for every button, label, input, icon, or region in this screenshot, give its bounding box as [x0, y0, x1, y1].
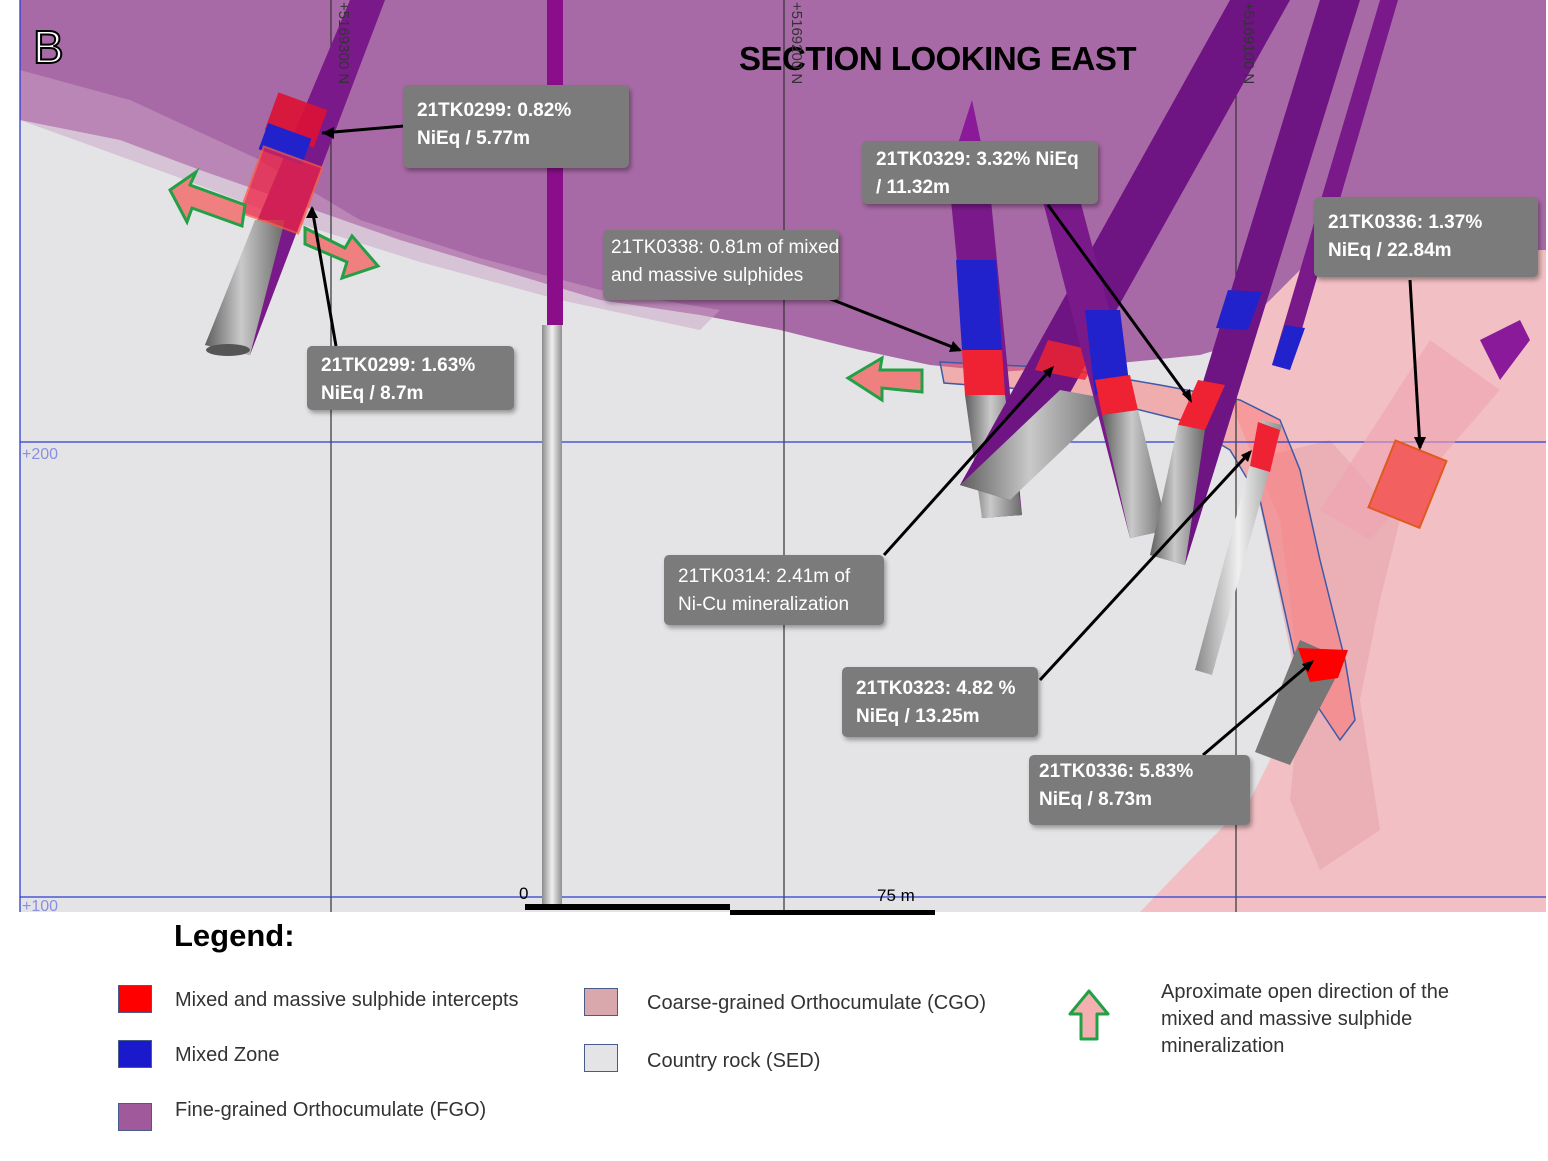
- drill-hole-21TK0299: [205, 0, 385, 356]
- legend-swatch-cgo: [584, 988, 618, 1016]
- drill-hole-21TK0323: [1150, 0, 1360, 565]
- legend-swatch-fgo: [118, 1103, 152, 1131]
- callout-21TK0323: 21TK0323: 4.82 % NiEq / 13.25m: [842, 667, 1038, 737]
- callout-line: NiEq / 13.25m: [856, 706, 980, 727]
- callout-line: NiEq / 22.84m: [1328, 240, 1452, 261]
- scale-bar: [525, 904, 935, 915]
- legend-swatch-sulphide: [118, 985, 152, 1013]
- legend-title: Legend:: [174, 918, 295, 953]
- section-title: SECTION LOOKING EAST: [739, 40, 1137, 77]
- callout-21TK0299-lower: 21TK0299: 1.63% NiEq / 8.7m: [307, 346, 514, 410]
- grid-label-elev-100: +100: [22, 898, 59, 915]
- legend-label-cgo: Coarse-grained Orthocumulate (CGO): [647, 992, 987, 1014]
- open-direction-arrow-right-upper: [303, 225, 381, 281]
- legend-label-fgo: Fine-grained Orthocumulate (FGO): [175, 1099, 487, 1121]
- callout-line: 21TK0323: 4.82 %: [856, 678, 1016, 699]
- legend-label-line: Aproximate open direction of the: [1161, 981, 1449, 1003]
- callout-21TK0299-upper: 21TK0299: 0.82% NiEq / 5.77m: [403, 85, 629, 168]
- legend-swatch-sed: [584, 1044, 618, 1072]
- open-direction-arrow-left-upper: [168, 167, 247, 229]
- fgo-fringe: [20, 70, 720, 330]
- callout-line: and massive sulphides: [611, 265, 804, 286]
- legend-label-mixed-zone: Mixed Zone: [175, 1044, 280, 1066]
- scale-label-start: 0: [519, 884, 529, 903]
- open-direction-arrow-center: [845, 355, 924, 403]
- grid-label-elev-200: +200: [22, 446, 59, 463]
- drill-hole-right-pink: [1320, 320, 1530, 540]
- panel-label: B: [32, 20, 65, 74]
- callout-line: 21TK0336: 1.37%: [1328, 212, 1483, 233]
- callout-line: 21TK0314: 2.41m of: [678, 566, 851, 587]
- callout-line: 21TK0299: 0.82%: [417, 100, 572, 121]
- callout-line: 21TK0329: 3.32% NiEq: [876, 149, 1079, 170]
- grid-label-northing-1: +5169300 N: [335, 2, 352, 85]
- callout-21TK0336-upper: 21TK0336: 1.37% NiEq / 22.84m: [1314, 197, 1538, 277]
- callout-line: 21TK0336: 5.83%: [1039, 761, 1194, 782]
- legend-label-open-direction: Aproximate open direction of the mixed a…: [1161, 979, 1449, 1060]
- callout-line: NiEq / 8.7m: [321, 383, 424, 404]
- grid-label-northing-3: +5169100 N: [1240, 2, 1257, 85]
- callout-line: 21TK0299: 1.63%: [321, 355, 476, 376]
- legend-label-line: mixed and massive sulphide: [1161, 1008, 1413, 1030]
- legend-label-line: mineralization: [1161, 1035, 1285, 1057]
- grid-label-northing-2: +5169200 N: [788, 2, 805, 85]
- callout-line: 21TK0338: 0.81m of mixed: [611, 237, 840, 258]
- leader-lines: [310, 124, 1422, 757]
- open-direction-arrow-icon: [1068, 989, 1110, 1041]
- scale-label-end: 75 m: [877, 886, 915, 905]
- drill-hole-21TK0329: [1040, 190, 1168, 538]
- callout-21TK0338: 21TK0338: 0.81m of mixed and massive sul…: [603, 230, 839, 300]
- callout-line: NiEq / 8.73m: [1039, 789, 1152, 810]
- callout-21TK0314: 21TK0314: 2.41m of Ni-Cu mineralization: [664, 555, 884, 625]
- callout-21TK0336-lower: 21TK0336: 5.83% NiEq / 8.73m: [1029, 755, 1250, 825]
- geological-section-figure: [19, 0, 1546, 915]
- callout-line: / 11.32m: [876, 177, 950, 198]
- callout-line: Ni-Cu mineralization: [678, 594, 850, 615]
- callout-line: NiEq / 5.77m: [417, 128, 530, 149]
- callout-21TK0329: 21TK0329: 3.32% NiEq / 11.32m: [862, 141, 1098, 204]
- drill-hole-21TK0336: [1195, 0, 1398, 765]
- legend-label-sulphide: Mixed and massive sulphide intercepts: [175, 989, 519, 1011]
- fgo-unit: [20, 0, 1546, 372]
- legend-label-sed: Country rock (SED): [647, 1050, 821, 1072]
- legend-swatch-mixed-zone: [118, 1040, 152, 1068]
- leader-arrowheads: [306, 127, 1426, 672]
